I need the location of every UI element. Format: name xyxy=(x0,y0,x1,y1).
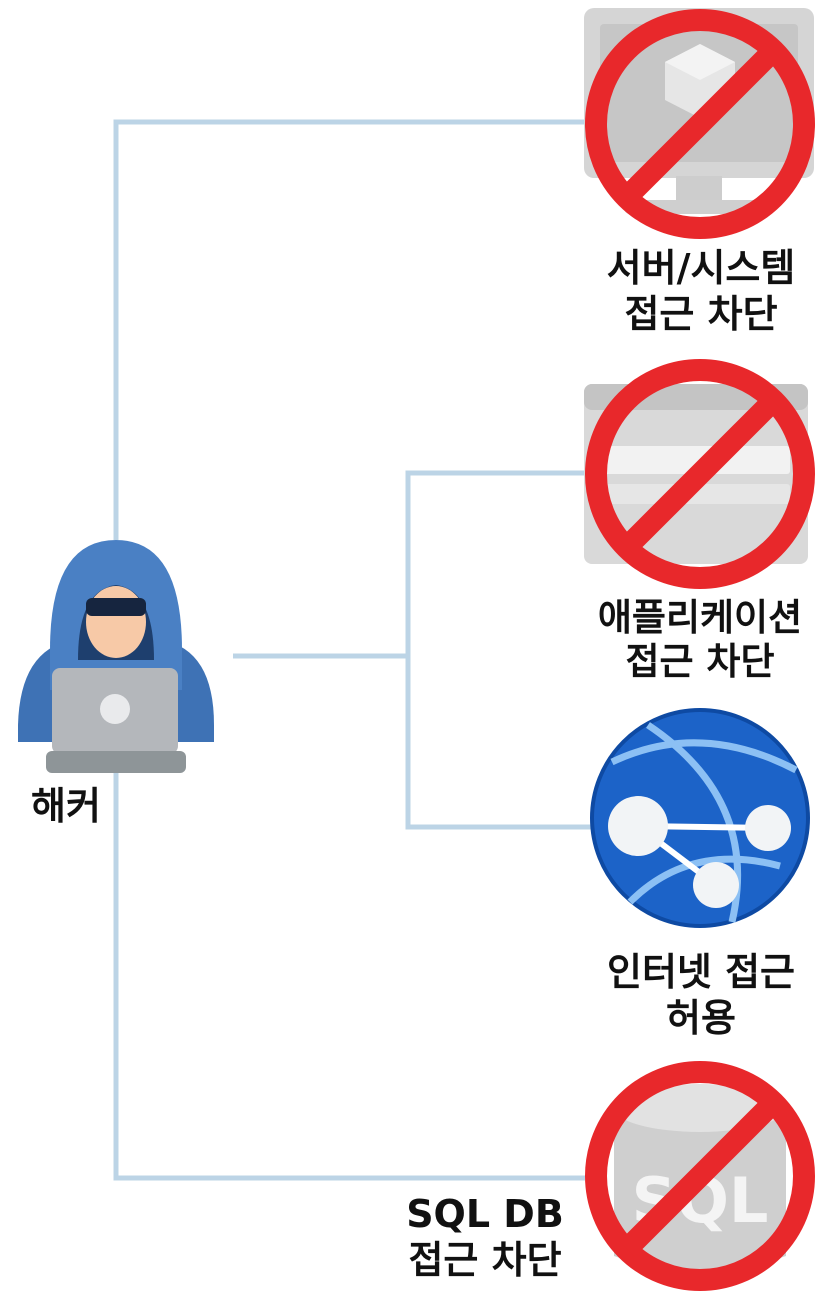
internet-label: 인터넷 접근 허용 xyxy=(588,950,814,1041)
sqldb-label-line1: SQL DB xyxy=(406,1192,564,1236)
application-label: 애플리케이션 접근 차단 xyxy=(584,596,816,685)
sqldb-label-line2: 접근 차단 xyxy=(408,1237,562,1282)
internet-label-line1: 인터넷 접근 xyxy=(606,950,796,994)
server-label-line1: 서버/시스템 xyxy=(606,246,796,290)
hacker-label: 해커 xyxy=(22,784,110,830)
connector-to-server xyxy=(113,119,585,540)
hacker-label-text: 해커 xyxy=(31,784,101,828)
connector-to-sqldb xyxy=(113,772,585,1181)
application-label-line2: 접근 차단 xyxy=(625,640,775,684)
hacker-icon xyxy=(18,540,214,773)
connector-lines xyxy=(113,119,610,1181)
connector-to-internet xyxy=(405,656,610,830)
block-sign-sqldb xyxy=(585,1061,815,1291)
globe-network-icon xyxy=(590,708,810,928)
server-label-line2: 접근 차단 xyxy=(624,291,778,336)
internet-label-line2: 허용 xyxy=(666,995,736,1040)
sqldb-label: SQL DB 접근 차단 xyxy=(390,1192,580,1283)
server-label: 서버/시스템 접근 차단 xyxy=(588,246,814,337)
application-label-line1: 애플리케이션 xyxy=(597,596,803,639)
block-sign-application xyxy=(585,359,815,589)
connector-to-application xyxy=(405,470,585,656)
block-sign-server xyxy=(585,9,815,239)
